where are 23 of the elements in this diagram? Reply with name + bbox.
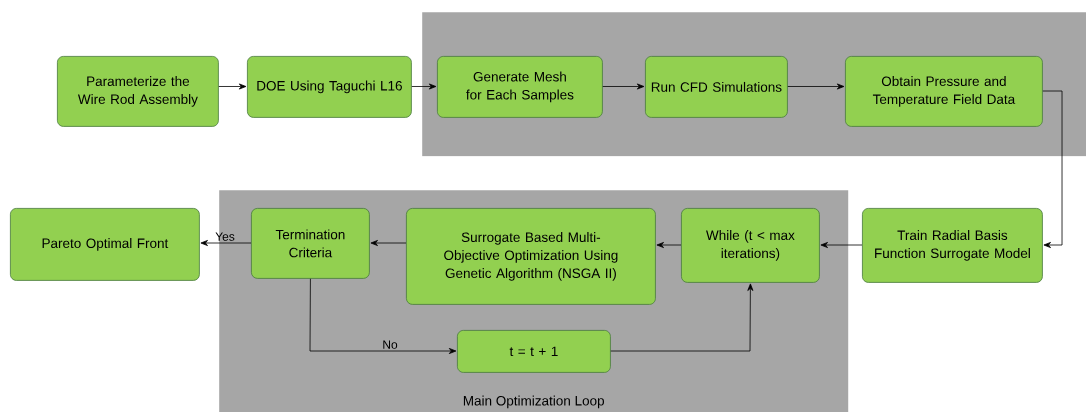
process-box: Obtain Pressure and Temperature Field Data bbox=[845, 56, 1043, 127]
process-box: Pareto Optimal Front bbox=[10, 208, 200, 281]
process-box: Termination Criteria bbox=[251, 208, 370, 279]
arrow bbox=[370, 240, 407, 246]
arrow bbox=[602, 83, 645, 90]
arrow bbox=[656, 242, 682, 248]
process-box: While (t < max iterations) bbox=[681, 208, 820, 283]
arrow bbox=[610, 283, 754, 352]
process-box: t = t + 1 bbox=[457, 330, 611, 373]
process-box: DOE Using Taguchi L16 bbox=[247, 56, 412, 118]
arrow bbox=[309, 278, 457, 354]
arrow bbox=[787, 83, 845, 90]
arrow bbox=[218, 83, 247, 90]
process-box: Surrogate Based Multi-Objective Optimization Using Genetic Algorithm (NSGA II) bbox=[406, 208, 656, 305]
edge-label: No bbox=[383, 340, 398, 349]
process-box: Run CFD Simulations bbox=[645, 56, 788, 118]
arrow bbox=[411, 83, 437, 90]
arrow bbox=[200, 240, 252, 246]
arrow bbox=[1042, 90, 1063, 248]
process-box: Train Radial Basis Function Surrogate Model bbox=[862, 208, 1043, 283]
arrow bbox=[820, 242, 863, 248]
process-box: Parameterize the Wire Rod Assembly bbox=[57, 56, 219, 127]
process-box: Generate Mesh for Each Samples bbox=[437, 56, 603, 118]
